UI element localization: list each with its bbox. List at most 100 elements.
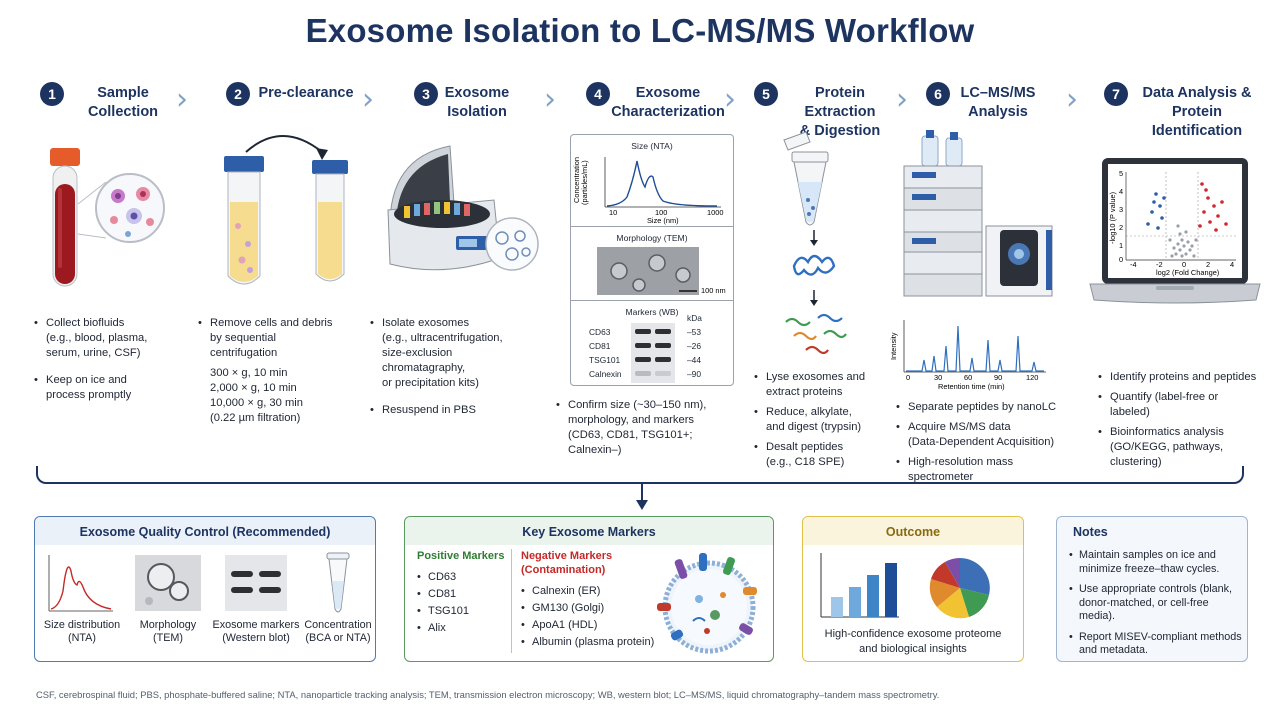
step-7-header: 7 Data Analysis &Protein Identification xyxy=(1104,80,1264,139)
step-title: Data Analysis &Protein Identification xyxy=(1142,85,1252,139)
spin-speed: 10,000 × g, 30 min xyxy=(210,397,303,409)
key-markers-panel: Key Exosome Markers Positive Markers CD6… xyxy=(404,516,774,662)
tem-title: Morphology (TEM) xyxy=(616,233,688,243)
nta-size-plot: Concentration (particles/mL) 10 100 1000… xyxy=(572,157,723,225)
qc-item-markers: Exosome markers(Western blot) xyxy=(212,619,300,644)
centrifuge-tubes-icon xyxy=(224,135,348,285)
volcano-xlabel: log2 (Fold Change) xyxy=(1156,268,1219,277)
page-title: Exosome Isolation to LC-MS/MS Workflow xyxy=(305,12,975,49)
microtube-icon xyxy=(326,552,350,613)
panel-title: Notes xyxy=(1073,525,1108,539)
step-3-bullets: Isolate exosomes(e.g., ultracentrifugati… xyxy=(370,316,550,430)
step-6-bullets: Separate peptides by nanoLC Acquire MS/M… xyxy=(896,400,1076,490)
volcano-ytick: 1 xyxy=(1119,241,1123,250)
chromatogram-plot: Intensity 0 30 60 90 120 Retention time … xyxy=(889,320,1046,391)
step-title: Pre-clearance xyxy=(258,85,354,101)
wb-row-label: TSG101 xyxy=(589,355,621,365)
chromatogram-tick: 120 xyxy=(1026,373,1038,382)
chromatogram-tick: 60 xyxy=(964,373,972,382)
step-1-bullets: Collect biofluids(e.g., blood, plasma,se… xyxy=(34,316,194,415)
step-4-bullets: Confirm size (~30–150 nm),morphology, an… xyxy=(556,398,746,470)
wb-row-kda: –90 xyxy=(687,369,701,379)
panel-title: Key Exosome Markers xyxy=(522,525,656,539)
step-5-header: 5 Protein Extraction& Digestion xyxy=(754,80,904,139)
tem-morphology-icon xyxy=(135,555,201,611)
negative-markers-list: Calnexin (ER)GM130 (Golgi) ApoA1 (HDL)Al… xyxy=(521,583,654,651)
step-number: 3 xyxy=(414,82,438,106)
tem-image: 100 nm xyxy=(597,247,726,295)
volcano-xtick: 0 xyxy=(1182,260,1186,269)
size-distribution-icon xyxy=(48,555,113,612)
chromatogram-tick: 90 xyxy=(994,373,1002,382)
nta-xlabel: Size (nm) xyxy=(647,216,679,225)
chevron-right-icon: › xyxy=(1066,82,1078,117)
panel-title: Exosome Quality Control (Recommended) xyxy=(79,525,331,539)
nta-tick: 10 xyxy=(609,208,617,217)
volcano-xtick: -2 xyxy=(1156,260,1163,269)
wb-section: Markers (WB) kDa CD63 CD81 TSG101 Calnex… xyxy=(571,301,733,387)
nta-title: Size (NTA) xyxy=(631,141,673,151)
bar-chart-icon xyxy=(820,553,899,618)
note-item: Maintain samples on ice and minimize fre… xyxy=(1069,549,1245,576)
qc-item-concentration: Concentration(BCA or NTA) xyxy=(304,619,372,644)
outcome-panel: Outcome High-confidence exosome proteome… xyxy=(802,516,1024,662)
wb-unit: kDa xyxy=(687,313,702,323)
nta-tick: 100 xyxy=(655,208,667,217)
step-number: 2 xyxy=(226,82,250,106)
digestion-icon xyxy=(783,131,847,355)
spin-speed: 300 × g, 10 min xyxy=(210,367,288,379)
footnote: CSF, cerebrospinal fluid; PBS, phosphate… xyxy=(36,689,940,700)
blood-tube-icon xyxy=(50,148,165,287)
exosome-vesicle-icon xyxy=(657,553,757,654)
volcano-ytick: 2 xyxy=(1119,223,1123,232)
qc-item-morphology: Morphology(TEM) xyxy=(139,619,197,644)
spin-speed: 2,000 × g, 10 min xyxy=(210,382,297,394)
chevron-right-icon: › xyxy=(544,82,556,117)
positive-markers-title: Positive Markers xyxy=(417,550,505,562)
step-2-header: 2 Pre-clearance xyxy=(226,80,366,138)
wb-row-kda: –53 xyxy=(687,327,701,337)
step-number: 6 xyxy=(926,82,950,106)
chevron-right-icon: › xyxy=(896,82,908,117)
step-number: 5 xyxy=(754,82,778,106)
wb-row-kda: –44 xyxy=(687,355,701,365)
volcano-xtick: 4 xyxy=(1230,260,1234,269)
western-blot-icon xyxy=(225,555,287,611)
wb-row-label: Calnexin xyxy=(589,369,622,379)
panel-title: Outcome xyxy=(885,525,941,539)
quality-control-panel: Exosome Quality Control (Recommended) Si… xyxy=(34,516,376,662)
nta-section: Size (NTA) Concentration (particles/mL) … xyxy=(571,135,733,227)
note-item: Use appropriate controls (blank, donor-m… xyxy=(1069,583,1245,624)
workflow-bracket xyxy=(36,466,1244,484)
ultracentrifuge-icon xyxy=(387,145,539,271)
qc-item-size: Size distribution(NTA) xyxy=(43,619,121,644)
volcano-ytick: 5 xyxy=(1119,169,1123,178)
notes-panel: Notes Maintain samples on ice and minimi… xyxy=(1056,516,1248,662)
filtration-note: (0.22 µm filtration) xyxy=(210,412,301,424)
western-blot-image xyxy=(631,323,675,383)
volcano-xtick: 2 xyxy=(1206,260,1210,269)
nta-ylabel: Concentration xyxy=(572,157,581,203)
tem-section: Morphology (TEM) 100 nm xyxy=(571,227,733,301)
volcano-ytick: 3 xyxy=(1119,205,1123,214)
step-number: 7 xyxy=(1104,82,1128,106)
wb-row-label: CD81 xyxy=(589,341,611,351)
note-item: Report MISEV-compliant methods and metad… xyxy=(1069,631,1245,658)
characterization-card: Size (NTA) Concentration (particles/mL) … xyxy=(570,134,734,386)
chromatogram-ylabel: Intensity xyxy=(889,332,898,360)
volcano-ytick: 0 xyxy=(1119,255,1123,264)
step-number: 4 xyxy=(586,82,610,106)
step-number: 1 xyxy=(40,82,64,106)
